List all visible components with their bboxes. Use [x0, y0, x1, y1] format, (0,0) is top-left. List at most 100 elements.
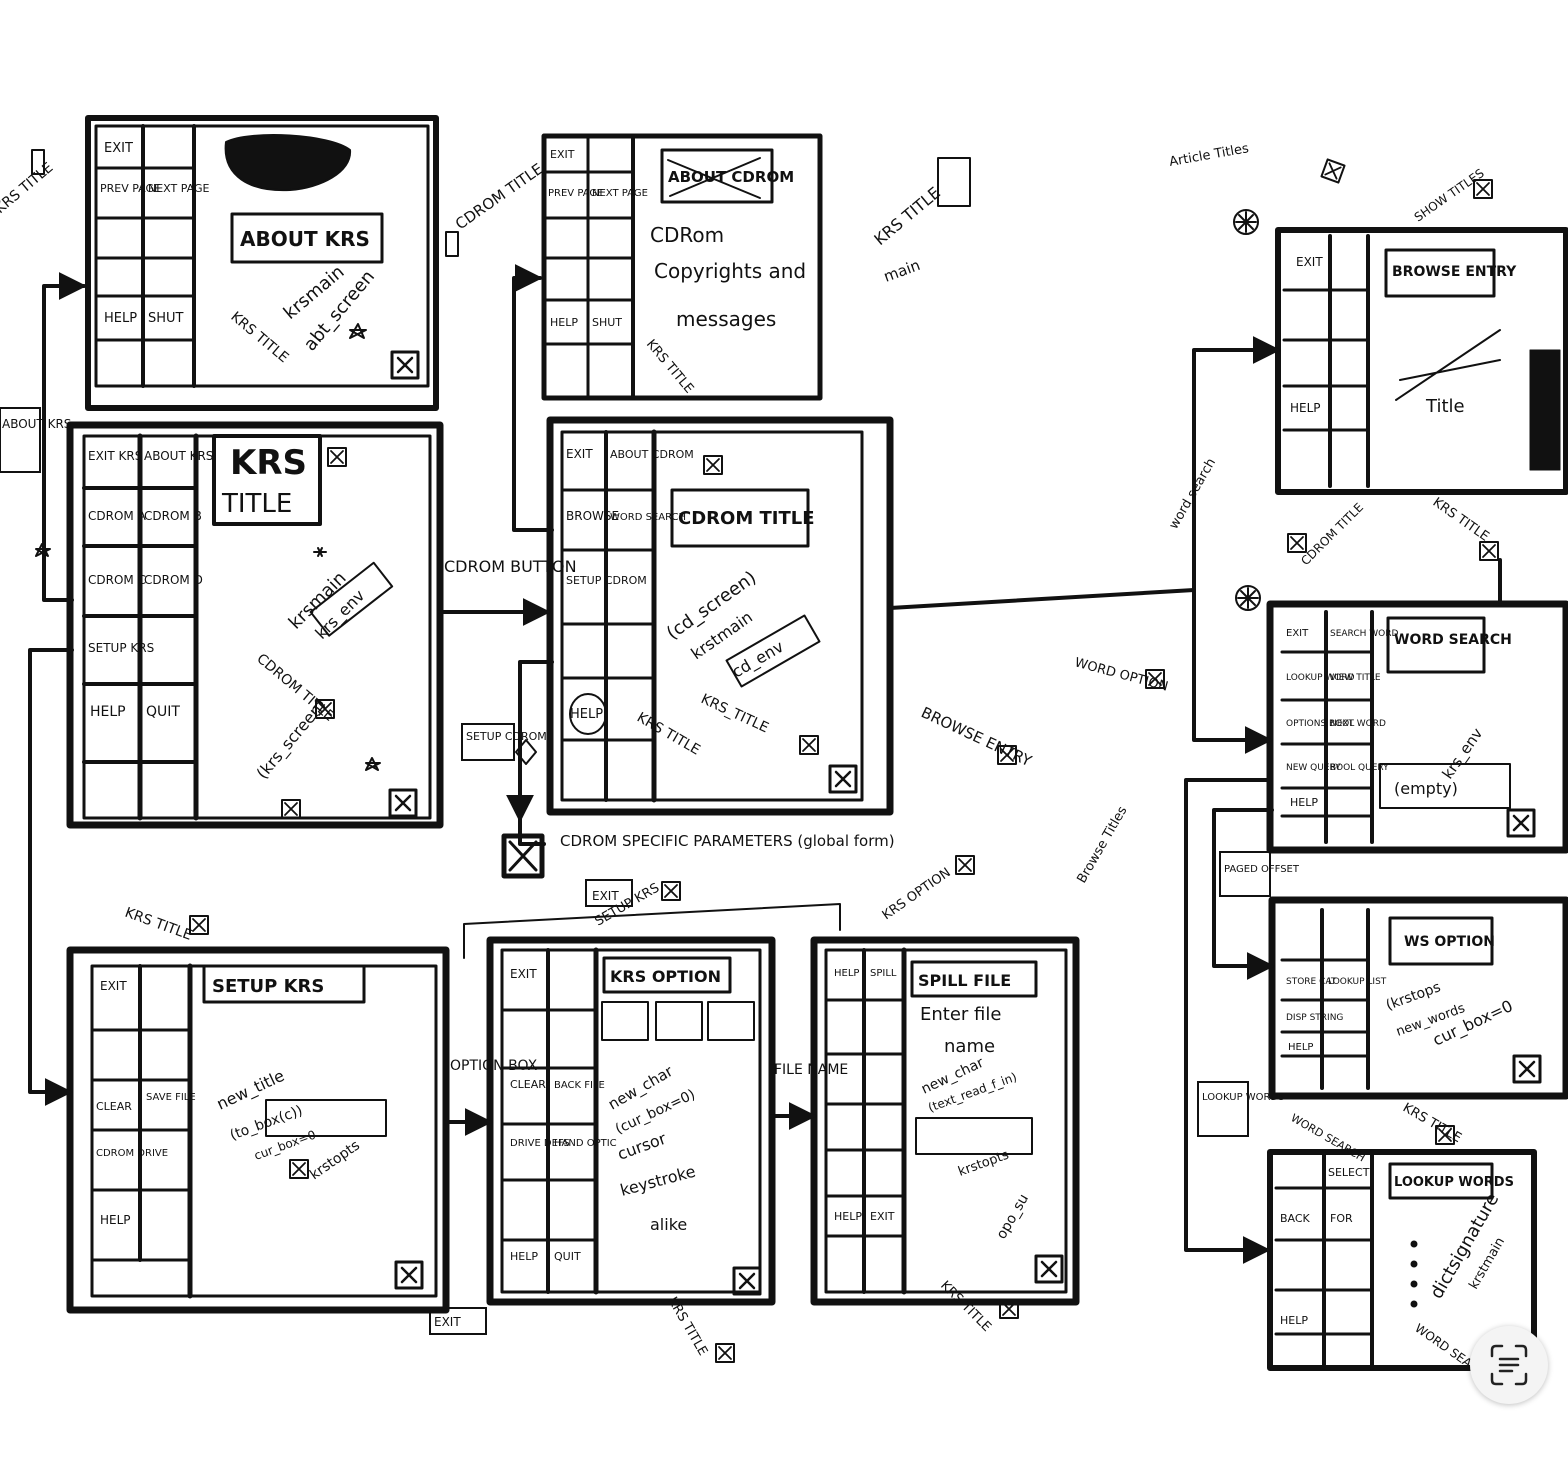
opt-note-3: keystroke [618, 1162, 697, 1200]
browse-btn-1: HELP [1290, 401, 1321, 415]
scan-text-button[interactable] [1470, 1326, 1548, 1404]
about-krs-btn-0: EXIT [104, 141, 133, 156]
cdrom-btn-5: HELP [570, 707, 603, 722]
flow-connectors [28, 264, 1502, 1264]
label-browse-entry: BROWSE ENTRY [918, 703, 1035, 770]
setup-title-box: SETUP KRS [212, 976, 324, 997]
text-scan-icon [1490, 1344, 1528, 1386]
wso-btn-2: DISP STRING [1286, 1013, 1343, 1023]
about-cdrom-title-box: ABOUT CDROM [668, 168, 794, 186]
asterisk-marks [35, 209, 1261, 611]
ws-btn-7: BOOL QUERY [1330, 763, 1389, 773]
about-krs-title-box: ABOUT KRS [240, 227, 370, 251]
lw-btn-1: BACK [1280, 1212, 1311, 1225]
ws-btn-4: OPTIONS BOOL [1286, 719, 1354, 729]
about-krs-note-2: KRS TITLE [227, 309, 291, 366]
opt-btn-6: QUIT [554, 1250, 581, 1263]
cdrom-note-4: KRS TITLE [634, 710, 703, 759]
about-cdrom-btn-2: NEXT PAGE [592, 188, 648, 199]
setup-btn-3: CDROM DRIVE [96, 1148, 168, 1159]
about-cdrom-btn-3: HELP [550, 316, 578, 329]
krs-main-title-line1: KRS [230, 443, 307, 483]
about-krs-btn-3: HELP [104, 311, 137, 326]
spill-btn-1: SPILL [870, 968, 897, 979]
about-krs-btn-2: NEXT PAGE [148, 182, 210, 195]
about-cdrom-btn-0: EXIT [550, 148, 575, 161]
label-browse-titles: Browse Titles [1074, 804, 1130, 886]
browse-entry-screen [1275, 227, 1568, 495]
cdrom-specific-marker [501, 833, 545, 879]
krs-main-screen [66, 421, 444, 829]
setup-btn-4: HELP [100, 1213, 131, 1227]
krs-main-btn-8: QUIT [146, 704, 180, 720]
ws-btn-0: EXIT [1286, 628, 1309, 639]
ws-title-box: WORD SEARCH [1394, 632, 1512, 648]
about-krs-btn-1: PREV PAGE [100, 182, 161, 195]
about-krs-btn-4: SHUT [148, 311, 184, 326]
label-main: main [881, 256, 922, 286]
ws-btn-2: LOOKUP WORD [1286, 673, 1355, 683]
wso-note-0: (krstops [1384, 979, 1443, 1013]
wso-title-box: WS OPTION [1404, 934, 1495, 950]
spill-btn-2: HELP [834, 1210, 862, 1223]
spill-btn-0: HELP [834, 968, 859, 979]
about-krs-screen [85, 115, 439, 411]
about-cdrom-body-2: messages [676, 307, 776, 331]
label-file-name: FILE NAME [774, 1062, 848, 1078]
about-cdrom-note-0: KRS TITLE [643, 337, 696, 397]
lw-btn-0: SELECT [1328, 1166, 1370, 1179]
cdrom-btn-3: WORD SEARCH [610, 512, 686, 523]
about-cdrom-body-1: Copyrights and [654, 259, 806, 283]
wso-btn-0: STORE CAT [1286, 977, 1337, 987]
krs-main-title-line2: TITLE [221, 489, 292, 519]
label-exit-top: EXIT [592, 889, 619, 903]
browse-title-box: BROWSE ENTRY [1392, 264, 1517, 280]
opt-btn-4: HAND OPTIC [554, 1138, 617, 1149]
about-cdrom-body-0: CDRom [650, 223, 724, 247]
label-krs-title-ws: KRS TITLE [1400, 1100, 1464, 1146]
opt-btn-5: HELP [510, 1250, 538, 1263]
lw-btn-3: HELP [1280, 1314, 1308, 1327]
wso-btn-3: HELP [1288, 1042, 1313, 1053]
label-krs-title-setup: KRS TITLE [123, 905, 194, 944]
ws-btn-8: HELP [1290, 796, 1318, 809]
label-cdrom-specific: CDROM SPECIFIC PARAMETERS (global form) [560, 832, 895, 850]
setup-note-3: krstopts [307, 1138, 363, 1184]
cdrom-title-box: CDROM TITLE [678, 508, 815, 529]
about-cdrom-btn-1: PREV PAGE [548, 188, 603, 199]
label-word-option: WORD OPTION [1073, 655, 1170, 694]
lw-btn-2: FOR [1330, 1212, 1353, 1225]
spill-note-2: krstopts [956, 1148, 1011, 1180]
cdrom-note-2: cd_env [729, 637, 788, 683]
ws-btn-1: SEARCH WORD [1330, 629, 1399, 639]
setup-note-0: new_title [214, 1066, 288, 1115]
browse-btn-0: EXIT [1296, 255, 1323, 269]
krs-main-note-3: (krs_screen) [253, 695, 331, 783]
cdrom-note-3: KRS_TITLE [698, 691, 771, 736]
krs-main-btn-2: CDROM A [88, 509, 147, 523]
spill-note-3: opo_su [994, 1191, 1032, 1242]
krs-main-btn-6: SETUP KRS [88, 641, 154, 655]
cdrom-btn-4: SETUP CDROM [566, 574, 647, 587]
krs-main-btn-5: CDROM D [144, 573, 203, 587]
label-krs-title-tag: KRS TITLE [0, 160, 56, 217]
ws-btn-6: NEW QUERY [1286, 763, 1341, 773]
ws-option-screen [1268, 896, 1568, 1100]
ws-btn-3: VIEW TITLE [1330, 673, 1381, 683]
cdrom-screen [546, 416, 894, 816]
opt-note-4: alike [650, 1215, 687, 1234]
label-lookup-words-side: LOOKUP WORDS [1202, 1092, 1285, 1103]
ws-note-0: krs_env [1439, 725, 1488, 783]
spill-body-0: Enter file [920, 1004, 1001, 1025]
about-cdrom-screen [541, 133, 823, 401]
label-cdrom-button: CDROM BUTTON [444, 557, 577, 576]
label-setup-cdrom: SETUP CDROM [466, 730, 547, 743]
label-krs-title-spill: KRS TITLE [937, 1278, 994, 1335]
label-word-search-ws: WORD SEARCH [1289, 1111, 1368, 1164]
label-krs-title-below: KRS TITLE [1430, 495, 1492, 545]
label-about-krs: ABOUT KRS [2, 417, 71, 431]
label-cdrom-title: CDROM TITLE [452, 160, 546, 234]
spill-btn-3: EXIT [870, 1210, 895, 1223]
spill-title-box: SPILL FILE [918, 971, 1011, 990]
